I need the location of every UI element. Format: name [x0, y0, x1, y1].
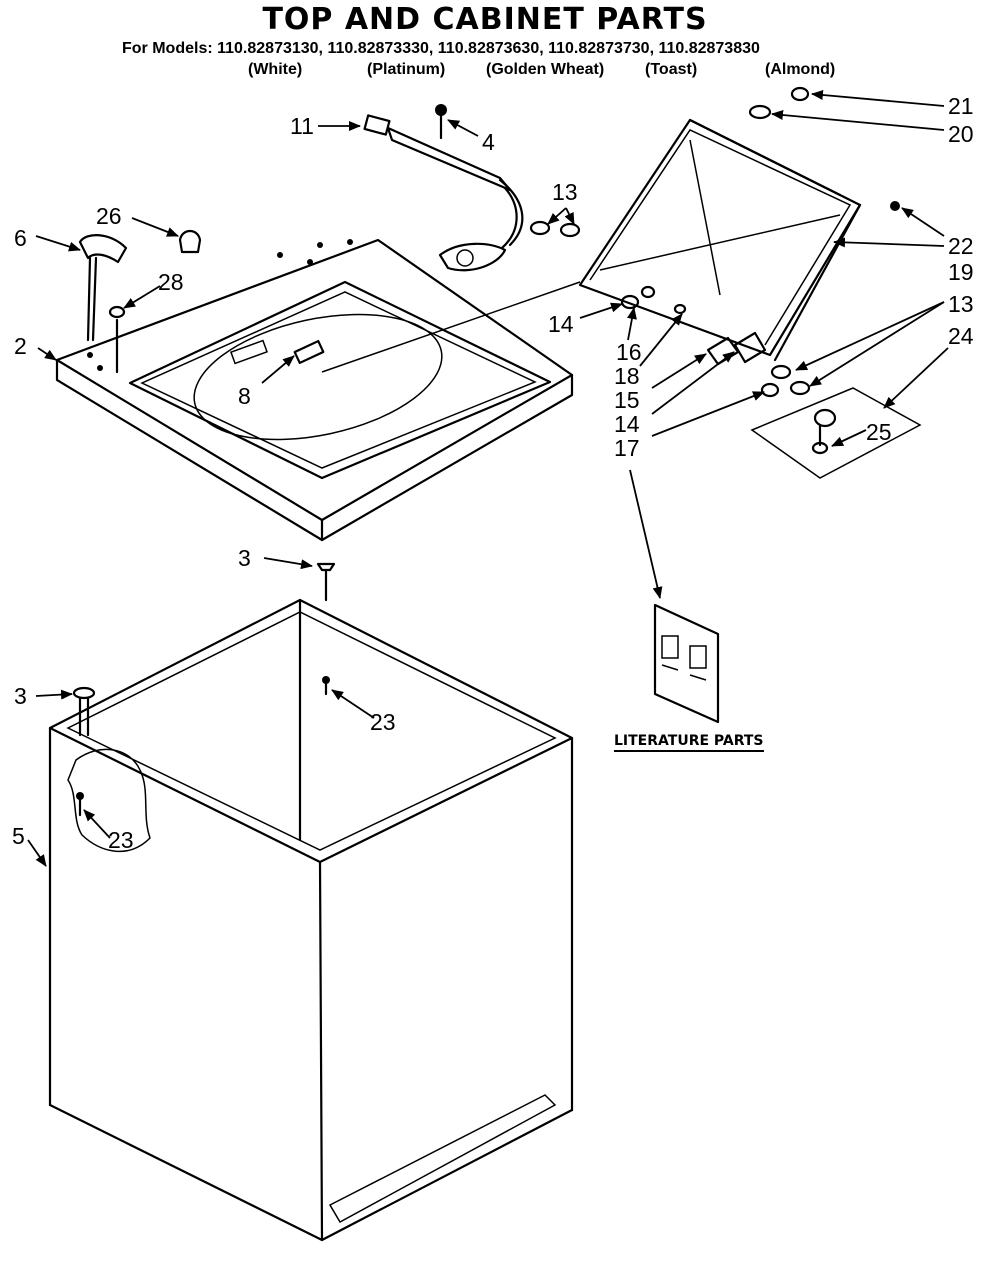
variant-toast: (Toast): [645, 61, 698, 78]
diagram-title: TOP AND CABINET PARTS: [262, 2, 708, 37]
callout-13-lower: 13: [948, 291, 974, 317]
hinge-part-6: [78, 234, 128, 342]
callout-5: 5: [12, 823, 25, 849]
callout-15: 15: [614, 387, 640, 413]
washer-part-28: [108, 305, 126, 374]
callout-4: 4: [482, 129, 495, 155]
callout-8: 8: [238, 383, 251, 409]
variant-white: (White): [248, 61, 303, 78]
callout-6: 6: [14, 225, 27, 251]
leader-lines: [27, 90, 949, 867]
literature-card-drawing: [653, 603, 720, 724]
callout-26: 26: [96, 203, 122, 229]
bracket-part-3-lower: [72, 686, 96, 817]
cabinet-part-5: [48, 598, 574, 1242]
bracket-part-3-upper: [316, 562, 336, 696]
callout-3-upper: 3: [238, 545, 251, 571]
callout-11: 11: [290, 113, 314, 139]
callout-28: 28: [158, 269, 184, 295]
literature-parts-caption: LITERATURE PARTS: [614, 733, 764, 752]
callout-23-upper: 23: [370, 709, 396, 735]
callout-20: 20: [948, 121, 974, 147]
model-numbers: For Models: 110.82873130, 110.82873330, …: [122, 40, 760, 57]
clip-part-26: [178, 229, 202, 254]
screw-part-4: [435, 104, 447, 140]
callout-numbers: 11 4 26 6 28 2 8 13 14 16 18 15 14 17 21…: [12, 93, 974, 853]
callout-23-lower: 23: [108, 827, 134, 853]
callout-3-lower: 3: [14, 683, 27, 709]
callout-14-lower: 14: [614, 411, 640, 437]
callout-14-upper: 14: [548, 311, 574, 337]
lid-part-19: [578, 118, 862, 362]
callout-25: 25: [866, 419, 892, 445]
variant-platinum: (Platinum): [367, 61, 446, 78]
top-panel: [55, 238, 574, 542]
variant-almond: (Almond): [765, 61, 836, 78]
bumper-part-8: [293, 339, 325, 365]
callout-19: 19: [948, 259, 974, 285]
callout-22: 22: [948, 233, 974, 259]
callout-2: 2: [14, 333, 27, 359]
callout-18: 18: [614, 363, 640, 389]
variant-golden-wheat: (Golden Wheat): [486, 61, 605, 78]
callout-16: 16: [616, 339, 642, 365]
callout-24: 24: [948, 323, 974, 349]
parts-bag-part-24: [750, 387, 922, 479]
callout-13-upper: 13: [552, 179, 578, 205]
lid-switch-assembly: [363, 114, 524, 272]
callout-21: 21: [948, 93, 974, 119]
callout-17: 17: [614, 435, 640, 461]
